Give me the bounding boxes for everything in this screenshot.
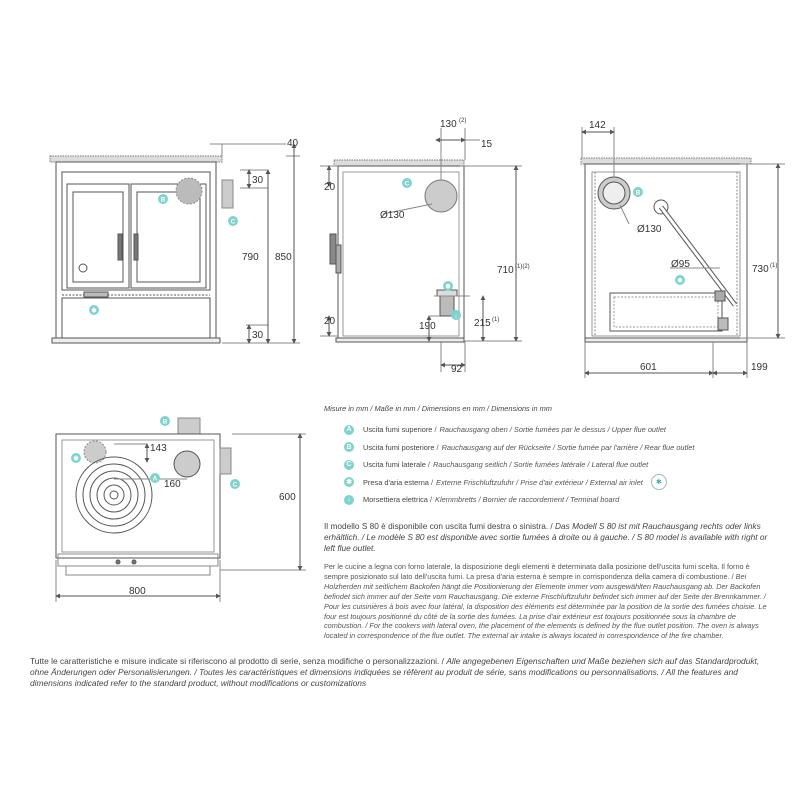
footer-disclaimer: Tutte le caratteristiche e misure indica…	[30, 656, 776, 690]
back-dim-d95: Ø95	[671, 259, 690, 270]
legend-item-upper-flue: A Uscita fumi superiore / Rauchausgang o…	[324, 421, 704, 439]
back-dim-d130: Ø130	[637, 224, 662, 235]
side-dim-130-note: (2)	[459, 118, 466, 124]
front-dim-850: 850	[275, 252, 292, 263]
footer-translations: Alle angegebenen Eigenschaften und Maße …	[30, 656, 760, 689]
legend-item-air-inlet: ✱ Presa d'aria esterna / Externe Frischl…	[324, 474, 704, 492]
side-dim-190: 190	[419, 321, 436, 332]
side-dim-15: 15	[481, 139, 493, 150]
legend-label: Uscita fumi posteriore	[363, 442, 435, 452]
legend-marker-c: C	[344, 459, 354, 470]
top-dim-800: 800	[129, 586, 146, 597]
side-marker-d: ↓	[454, 313, 457, 320]
legend-label: Morsettiera elettrica	[363, 495, 428, 505]
side-markers: C ✱ ↓	[402, 178, 461, 320]
side-dim-d130: Ø130	[380, 210, 405, 221]
legend: Misure in mm / Maße in mm / Dimensions e…	[324, 404, 704, 509]
side-dim-710-note: (1)(2)	[515, 264, 530, 270]
back-view	[580, 127, 785, 378]
front-marker-b: B	[161, 197, 166, 204]
front-dim-40: 40	[287, 138, 299, 149]
front-marker-star: ✱	[91, 307, 97, 315]
front-dim-30-bottom: 30	[252, 330, 264, 341]
back-dim-142: 142	[589, 120, 606, 131]
front-markers: B C ✱	[89, 194, 238, 315]
back-dim-730: 730	[752, 264, 769, 275]
legend-item-rear-flue: B Uscita fumi posteriore / Rauchausgang …	[324, 439, 704, 457]
front-view	[49, 143, 300, 344]
footer-italian: Tutte le caratteristiche e misure indica…	[30, 656, 447, 666]
side-dim-215-note: (1)	[492, 317, 499, 323]
model-availability-note: Il modello S 80 è disponibile con uscita…	[324, 521, 776, 554]
side-dim-20-top: 20	[324, 182, 336, 193]
legend-label: Uscita fumi superiore	[363, 425, 433, 435]
top-view	[55, 417, 306, 602]
units-note: Misure in mm / Maße in mm / Dimensions e…	[324, 404, 552, 413]
note-italian: Per le cucine a legna con forno laterale…	[324, 562, 750, 581]
legend-translations: Rauchausgang seitlich / Sortie fumées la…	[432, 460, 649, 470]
note-translations: Bei Holzherden mit seitlichem Backofen h…	[324, 571, 767, 641]
legend-marker-star: ✱	[344, 477, 354, 488]
top-markers: B ✱ A C	[71, 416, 240, 489]
front-dim-790: 790	[242, 252, 259, 263]
oven-layout-note: Per le cucine a legna con forno laterale…	[324, 562, 776, 641]
legend-marker-a: A	[344, 424, 354, 435]
legend-marker-b: B	[344, 442, 354, 453]
side-dim-710: 710	[497, 265, 514, 276]
legend-label: Presa d'aria esterna	[363, 477, 429, 487]
legend-marker-d: ↓	[344, 494, 354, 505]
back-dim-199: 199	[751, 362, 768, 373]
back-labels: 142 Ø130 Ø95 730 (1) 601 199	[589, 120, 777, 373]
top-marker-c: C	[233, 482, 238, 489]
legend-label: Uscita fumi laterale	[363, 460, 426, 470]
side-dim-20-bottom: 20	[324, 316, 336, 327]
back-dim-601: 601	[640, 362, 657, 373]
side-dim-130: 130	[440, 119, 457, 130]
air-inlet-icon: ✱	[650, 474, 667, 491]
legend-item-lateral-flue: C Uscita fumi laterale / Rauchausgang se…	[324, 456, 704, 474]
legend-item-terminal-board: ↓ Morsettiera elettrica / Klemmbretts / …	[324, 491, 704, 509]
side-marker-c: C	[405, 181, 410, 188]
top-marker-star: ✱	[73, 455, 79, 463]
front-labels: 40 30 790 850 30	[242, 138, 299, 341]
top-dim-600: 600	[279, 492, 296, 503]
side-dim-92: 92	[451, 364, 463, 375]
front-marker-c: C	[231, 219, 236, 226]
side-dim-215: 215	[474, 318, 491, 329]
back-dim-730-note: (1)	[770, 263, 777, 269]
top-labels: 143 160 600 800	[129, 443, 296, 597]
side-labels: 130 (2) 15 20 Ø130 710 (1)(2) 20 190 215…	[324, 118, 530, 375]
top-marker-a: A	[153, 476, 158, 483]
back-marker-b: B	[636, 190, 641, 197]
legend-translations: Externe Frischluftzufuhr / Prise d'air e…	[436, 477, 643, 487]
back-markers: B ✱	[633, 187, 685, 285]
legend-translations: Klemmbretts / Bornier de raccordement / …	[435, 495, 620, 505]
legend-translations: Rauchausgang oben / Sortie fumées par le…	[439, 425, 666, 435]
legend-translations: Rauchausgang auf der Rückseite / Sortie …	[441, 442, 695, 452]
top-dim-143: 143	[150, 443, 167, 454]
side-view	[320, 128, 522, 372]
note-italian: Il modello S 80 è disponibile con uscita…	[324, 521, 556, 531]
top-marker-b: B	[163, 419, 168, 426]
back-marker-star: ✱	[677, 277, 683, 285]
note-translations: Das Modell S 80 ist mit Rauchausgang rec…	[324, 521, 768, 553]
side-marker-star: ✱	[445, 283, 451, 291]
top-dim-160: 160	[164, 479, 181, 490]
front-dim-30-top: 30	[252, 175, 264, 186]
